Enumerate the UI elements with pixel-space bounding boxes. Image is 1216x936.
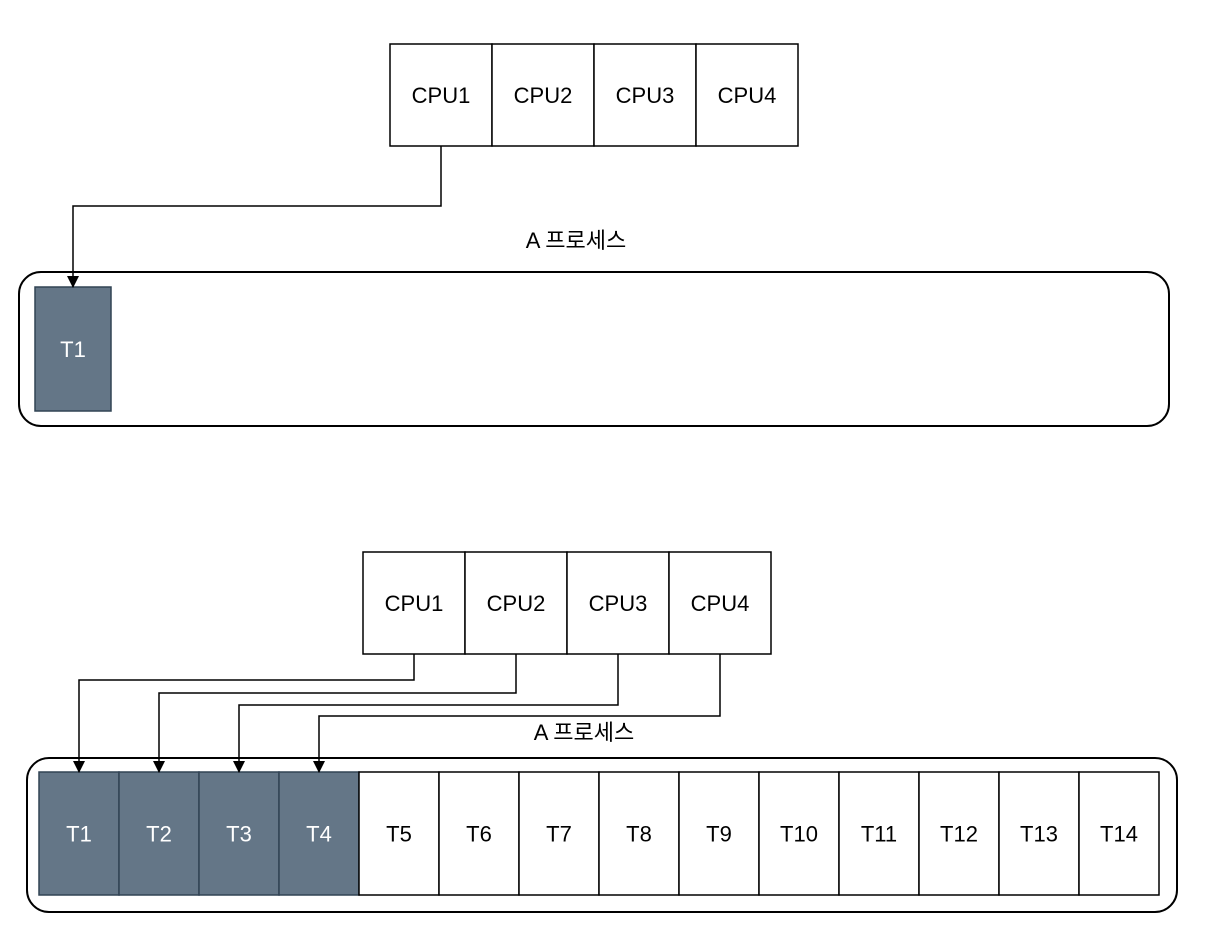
cpu-box-1 — [362, 551, 466, 655]
cpu-box-2 — [491, 43, 595, 147]
process-label-bottom: A 프로세스 — [534, 720, 635, 745]
thread-box-t8 — [598, 771, 680, 896]
thread-label-t11: T11 — [861, 822, 897, 847]
thread-label-t4: T4 — [306, 822, 332, 847]
process-container-bottom — [26, 757, 1178, 913]
thread-box-t11 — [838, 771, 920, 896]
thread-label-t14: T14 — [1100, 822, 1138, 847]
thread-label-t5: T5 — [386, 822, 412, 847]
thread-box-t6 — [438, 771, 520, 896]
cpu-label-1: CPU1 — [385, 591, 444, 616]
thread-box-t13 — [998, 771, 1080, 896]
assignment-arrows-bottom — [73, 654, 721, 773]
cpu-box-1 — [389, 43, 493, 147]
cpu-label-3: CPU3 — [616, 83, 675, 108]
diagram-bottom: A 프로세스 CPU1 CPU2 CPU3 CPU4 T1 T2 T3 T4 T5 T6 T7 T8… — [26, 551, 1178, 913]
cpu-label-3: CPU3 — [589, 591, 648, 616]
cpu-label-2: CPU2 — [514, 83, 573, 108]
thread-box-t1 — [34, 286, 112, 412]
diagram-top: A 프로세스 CPU1 CPU2 CPU3 CPU4 T1 — [18, 43, 1170, 427]
arrow-cpu4-to-t4 — [313, 654, 721, 773]
cpu-label-2: CPU2 — [487, 591, 546, 616]
cpu-label-1: CPU1 — [412, 83, 471, 108]
thread-label-t10: T10 — [780, 822, 818, 847]
process-label-top: A 프로세스 — [526, 228, 627, 253]
thread-label-t1: T1 — [66, 822, 92, 847]
cpu-box-4 — [668, 551, 772, 655]
thread-label-t9: T9 — [706, 822, 732, 847]
cpu-label-4: CPU4 — [718, 83, 777, 108]
thread-label-t1: T1 — [60, 337, 86, 362]
thread-box-t4 — [278, 771, 360, 896]
thread-box-t14 — [1078, 771, 1160, 896]
cpu-box-2 — [464, 551, 568, 655]
thread-box-t2 — [118, 771, 200, 896]
thread-label-t6: T6 — [466, 822, 492, 847]
cpu-box-4 — [695, 43, 799, 147]
thread-box-t1 — [38, 771, 120, 896]
thread-label-t8: T8 — [626, 822, 652, 847]
process-container-top — [18, 271, 1170, 427]
arrow-cpu3-to-t3 — [233, 654, 619, 773]
thread-box-t9 — [678, 771, 760, 896]
cpu-label-4: CPU4 — [691, 591, 750, 616]
cpu-group-bottom: CPU1 CPU2 CPU3 CPU4 — [362, 551, 772, 655]
arrow-cpu2-to-t2 — [153, 654, 517, 773]
thread-group-top: T1 — [34, 286, 112, 412]
cpu-box-3 — [566, 551, 670, 655]
assignment-arrows-top — [67, 146, 442, 288]
arrow-cpu1-to-t1 — [73, 654, 415, 773]
thread-box-t5 — [358, 771, 440, 896]
cpu-group-top: CPU1 CPU2 CPU3 CPU4 — [389, 43, 799, 147]
thread-label-t2: T2 — [146, 822, 172, 847]
thread-label-t7: T7 — [546, 822, 572, 847]
thread-label-t13: T13 — [1020, 822, 1058, 847]
thread-label-t3: T3 — [226, 822, 252, 847]
thread-group-bottom: T1 T2 T3 T4 T5 T6 T7 T8 T9 T10 T11 T12 T13 T14 — [38, 771, 1160, 896]
thread-box-t3 — [198, 771, 280, 896]
thread-label-t12: T12 — [940, 822, 978, 847]
thread-box-t7 — [518, 771, 600, 896]
cpu-box-3 — [593, 43, 697, 147]
thread-box-t12 — [918, 771, 1000, 896]
thread-box-t10 — [758, 771, 840, 896]
arrow-cpu1-to-t1 — [67, 146, 442, 288]
